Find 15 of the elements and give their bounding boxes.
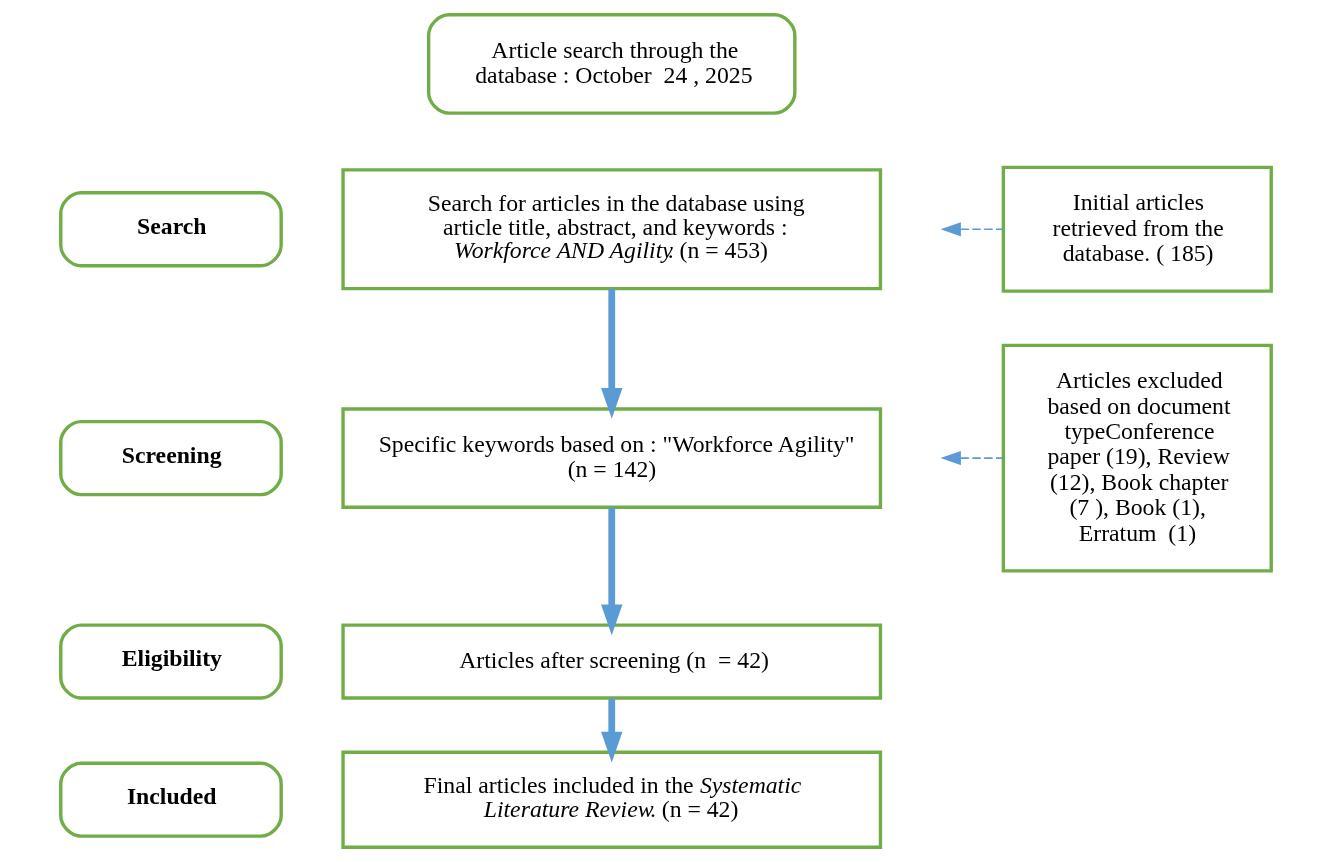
node-box: Article search through the database : October 24 , 2025 (426, 13, 797, 115)
node-box: Search for articles in the database using article title, abstract, and keywords : Workforce AND Agility. (n = 453) (341, 168, 883, 291)
arrow (940, 222, 1004, 237)
arrow (601, 698, 623, 763)
node-box: Articles after screening (n = 42) (341, 623, 883, 700)
node-box: Specific keywords based on : "Workforce Agility" (n = 142) (341, 407, 883, 509)
node-box: Eligibility (59, 623, 283, 700)
node-box: Articles excluded based on document typeConference paper (19), Review (12), Book chapter (7 ), Book (1), Erratum (1) (1001, 343, 1273, 573)
node-box: Search (59, 191, 283, 268)
node-box: Screening (59, 420, 283, 497)
arrow (940, 451, 1004, 466)
node-box: Final articles included in the Systematic Literature Review. (n = 42) (341, 750, 883, 849)
arrow (601, 507, 623, 636)
node-box: Initial articles retrieved from the database. ( 185) (1001, 165, 1273, 293)
node-box: Included (59, 761, 283, 838)
